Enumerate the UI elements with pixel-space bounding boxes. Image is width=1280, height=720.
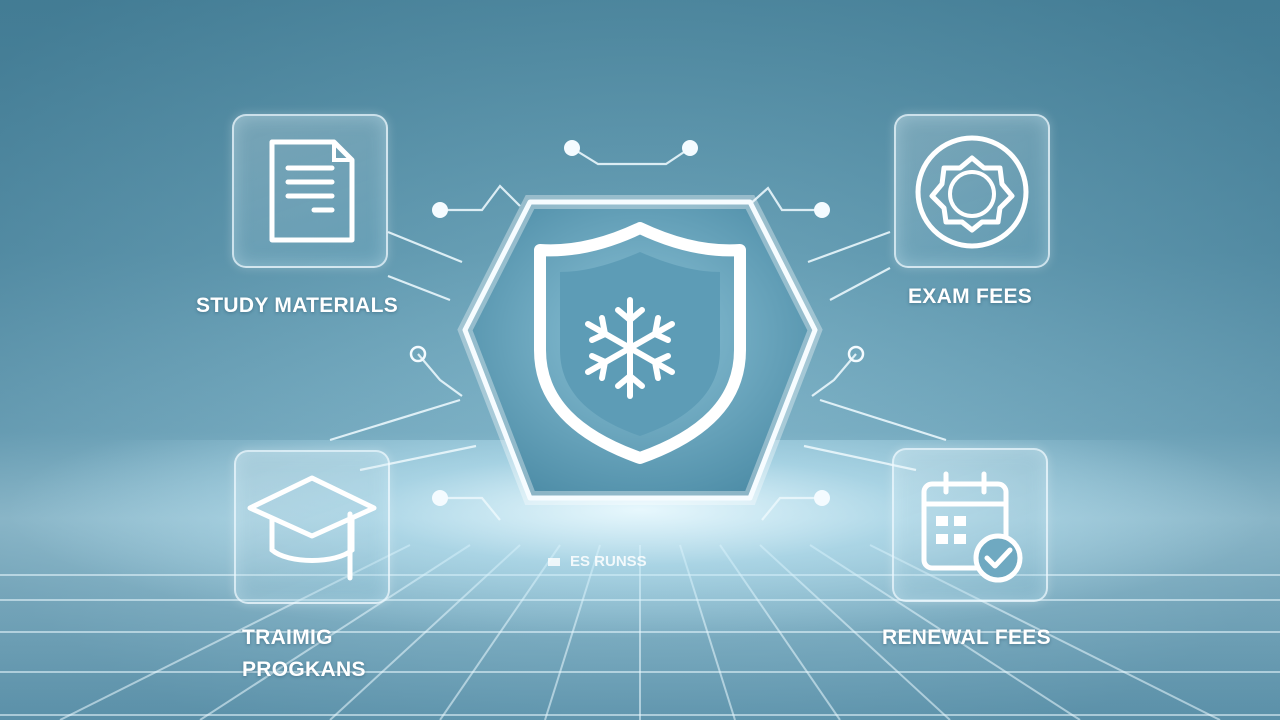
gear-icon	[915, 135, 1029, 249]
graduation-cap-icon	[247, 475, 377, 581]
training-label-line2: PROGKANS	[242, 658, 366, 681]
training-programs-tile[interactable]	[234, 450, 390, 604]
calendar-check-icon	[921, 471, 1023, 583]
exam-fees-tile[interactable]	[894, 114, 1050, 268]
training-label-line1: TRAIMIG	[242, 626, 333, 649]
exam-fees-label: EXAM FEES	[908, 285, 1033, 308]
study-materials-label: STUDY MATERIALS	[196, 294, 399, 317]
caption-text: ES RUNSS	[570, 553, 647, 570]
shield-caption: ES RUNSS	[548, 553, 647, 570]
training-programs-label: TRAIMIG PROGKANS	[242, 622, 366, 686]
renewal-fees-label: RENEWAL FEES	[882, 626, 1051, 649]
caption-bullet	[548, 558, 560, 567]
document-icon	[269, 139, 355, 243]
shield-snowflake-icon	[457, 195, 823, 505]
renewal-fees-tile[interactable]	[892, 448, 1048, 602]
study-materials-tile[interactable]	[232, 114, 388, 268]
